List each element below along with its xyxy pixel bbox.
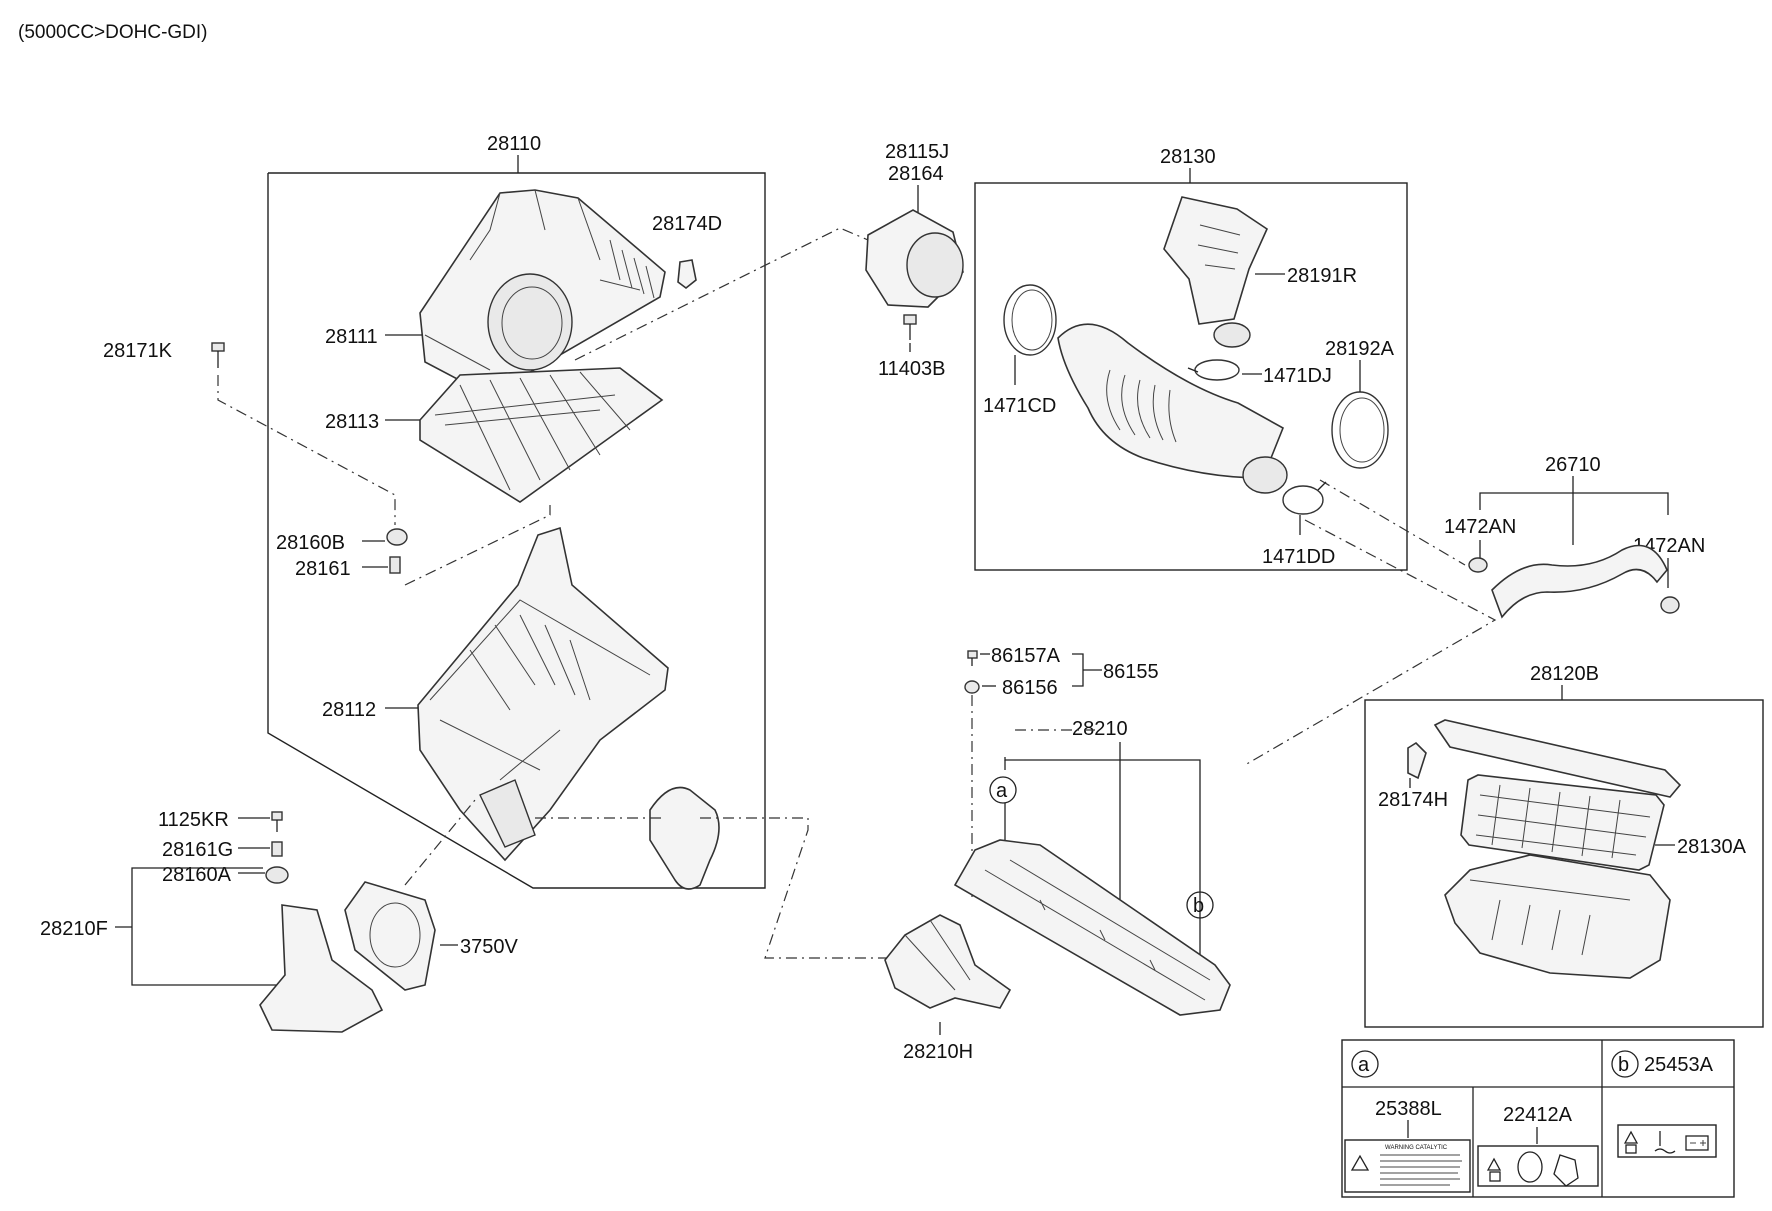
part-label-1472AN-left[interactable]: 1472AN bbox=[1444, 516, 1516, 538]
legend-marker-b: b bbox=[1611, 1050, 1639, 1078]
warning-title: WARNING CATALYTIC bbox=[1385, 1145, 1448, 1151]
part-label-28210F[interactable]: 28210F bbox=[40, 918, 108, 940]
svg-text:b: b bbox=[1193, 895, 1204, 917]
part-label-28112[interactable]: 28112 bbox=[322, 699, 376, 721]
part-label-26710[interactable]: 26710 bbox=[1545, 454, 1601, 476]
svg-text:b: b bbox=[1618, 1054, 1629, 1076]
part-label-28161G[interactable]: 28161G bbox=[162, 839, 233, 861]
grommet-28160A[interactable] bbox=[265, 866, 289, 884]
part-label-28161[interactable]: 28161 bbox=[295, 558, 351, 580]
filter-element-28113[interactable] bbox=[419, 367, 664, 503]
bracket-3750V[interactable] bbox=[344, 881, 436, 991]
cover-28120B[interactable] bbox=[1433, 719, 1682, 798]
part-label-86157A[interactable]: 86157A bbox=[991, 645, 1061, 667]
part-label-28130[interactable]: 28130 bbox=[1160, 146, 1216, 168]
legend-part-25453A[interactable]: 25453A bbox=[1644, 1054, 1714, 1076]
part-label-28160B[interactable]: 28160B bbox=[276, 532, 345, 554]
part-label-28160A[interactable]: 28160A bbox=[162, 864, 232, 886]
caution-label-25388L[interactable]: WARNING CATALYTIC bbox=[1344, 1139, 1471, 1193]
air-duct-28210F[interactable] bbox=[259, 904, 384, 1033]
filter-element-28130A[interactable] bbox=[1460, 774, 1665, 871]
gasket-ring bbox=[649, 786, 720, 890]
svg-text:a: a bbox=[1358, 1054, 1370, 1076]
callout-a[interactable]: a bbox=[989, 776, 1017, 804]
part-label-11403B[interactable]: 11403B bbox=[878, 358, 945, 380]
clamp-1471DD[interactable] bbox=[1282, 481, 1327, 515]
part-label-28120B[interactable]: 28120B bbox=[1530, 663, 1599, 685]
svg-text:a: a bbox=[996, 780, 1008, 802]
intake-hose[interactable] bbox=[1057, 323, 1288, 494]
assembly-28120B: 28120B bbox=[1364, 663, 1764, 1028]
part-label-28113[interactable]: 28113 bbox=[325, 411, 379, 433]
part-label-28111[interactable]: 28111 bbox=[325, 326, 378, 348]
part-label-28210[interactable]: 28210 bbox=[1072, 718, 1128, 740]
part-label-1125KR[interactable]: 1125KR bbox=[158, 809, 229, 831]
clamp-1471DJ[interactable] bbox=[1187, 359, 1240, 381]
part-label-1471DJ[interactable]: 1471DJ bbox=[1263, 365, 1332, 387]
assembly-28130: 28130 bbox=[974, 146, 1408, 571]
collar-28161[interactable] bbox=[389, 556, 401, 574]
lower-body-28120B[interactable] bbox=[1444, 854, 1671, 979]
callout-b[interactable]: b bbox=[1186, 891, 1214, 919]
part-label-1471CD[interactable]: 1471CD bbox=[983, 395, 1056, 417]
air-cleaner-body-28112[interactable] bbox=[417, 526, 669, 862]
legend-label-22412A[interactable]: 22412A bbox=[1503, 1104, 1573, 1126]
part-label-28164[interactable]: 28164 bbox=[888, 163, 944, 185]
part-label-28130A[interactable]: 28130A bbox=[1677, 836, 1747, 858]
part-label-28171K[interactable]: 28171K bbox=[103, 340, 173, 362]
air-guide-28210[interactable] bbox=[953, 839, 1231, 1016]
bolt-1125KR[interactable] bbox=[271, 811, 283, 832]
screw-86157A[interactable] bbox=[967, 650, 978, 666]
part-label-1471DD[interactable]: 1471DD bbox=[1262, 546, 1335, 568]
bolt-11403B[interactable] bbox=[903, 314, 917, 340]
bolt-28171K[interactable] bbox=[211, 342, 225, 368]
part-label-28192A[interactable]: 28192A bbox=[1325, 338, 1395, 360]
grommet-28160B[interactable] bbox=[386, 528, 408, 546]
air-duct-28210H[interactable] bbox=[884, 914, 1012, 1009]
part-label-28174H[interactable]: 28174H bbox=[1378, 789, 1448, 811]
clamp-1471CD[interactable] bbox=[1003, 284, 1057, 356]
legend-table: a b 25453A 25388L 22412A WARNING CATALYT… bbox=[1341, 1039, 1735, 1198]
engine-spec-label: (5000CC>DOHC-GDI) bbox=[18, 22, 208, 43]
resonator-28191R[interactable] bbox=[1163, 196, 1269, 348]
assembly-28110: 28110 bbox=[267, 133, 766, 889]
part-label-3750V[interactable]: 3750V bbox=[460, 936, 518, 958]
washer-86156[interactable] bbox=[964, 680, 980, 694]
breather-hose-26710[interactable] bbox=[1468, 544, 1680, 619]
part-label-28191R[interactable]: 28191R bbox=[1287, 265, 1357, 287]
part-label-28115J[interactable]: 28115J bbox=[885, 141, 949, 163]
clip-28174H[interactable] bbox=[1407, 741, 1427, 780]
part-label-28110[interactable]: 28110 bbox=[487, 133, 541, 155]
part-label-86156[interactable]: 86156 bbox=[1002, 677, 1058, 699]
legend-label-25388L[interactable]: 25388L bbox=[1375, 1098, 1442, 1120]
part-label-28174D[interactable]: 28174D bbox=[652, 213, 722, 235]
part-label-28210H[interactable]: 28210H bbox=[903, 1041, 973, 1063]
clip-28174D[interactable] bbox=[677, 259, 697, 290]
maf-sensor-28115J[interactable] bbox=[865, 209, 964, 308]
clamp-28192A[interactable] bbox=[1331, 391, 1389, 469]
label-25453A[interactable] bbox=[1617, 1124, 1717, 1158]
air-cleaner-cover-28111[interactable] bbox=[419, 189, 666, 393]
legend-marker-a: a bbox=[1351, 1050, 1379, 1078]
part-label-86155[interactable]: 86155 bbox=[1103, 661, 1159, 683]
collar-28161G[interactable] bbox=[271, 841, 283, 857]
label-22412A[interactable] bbox=[1477, 1145, 1599, 1187]
